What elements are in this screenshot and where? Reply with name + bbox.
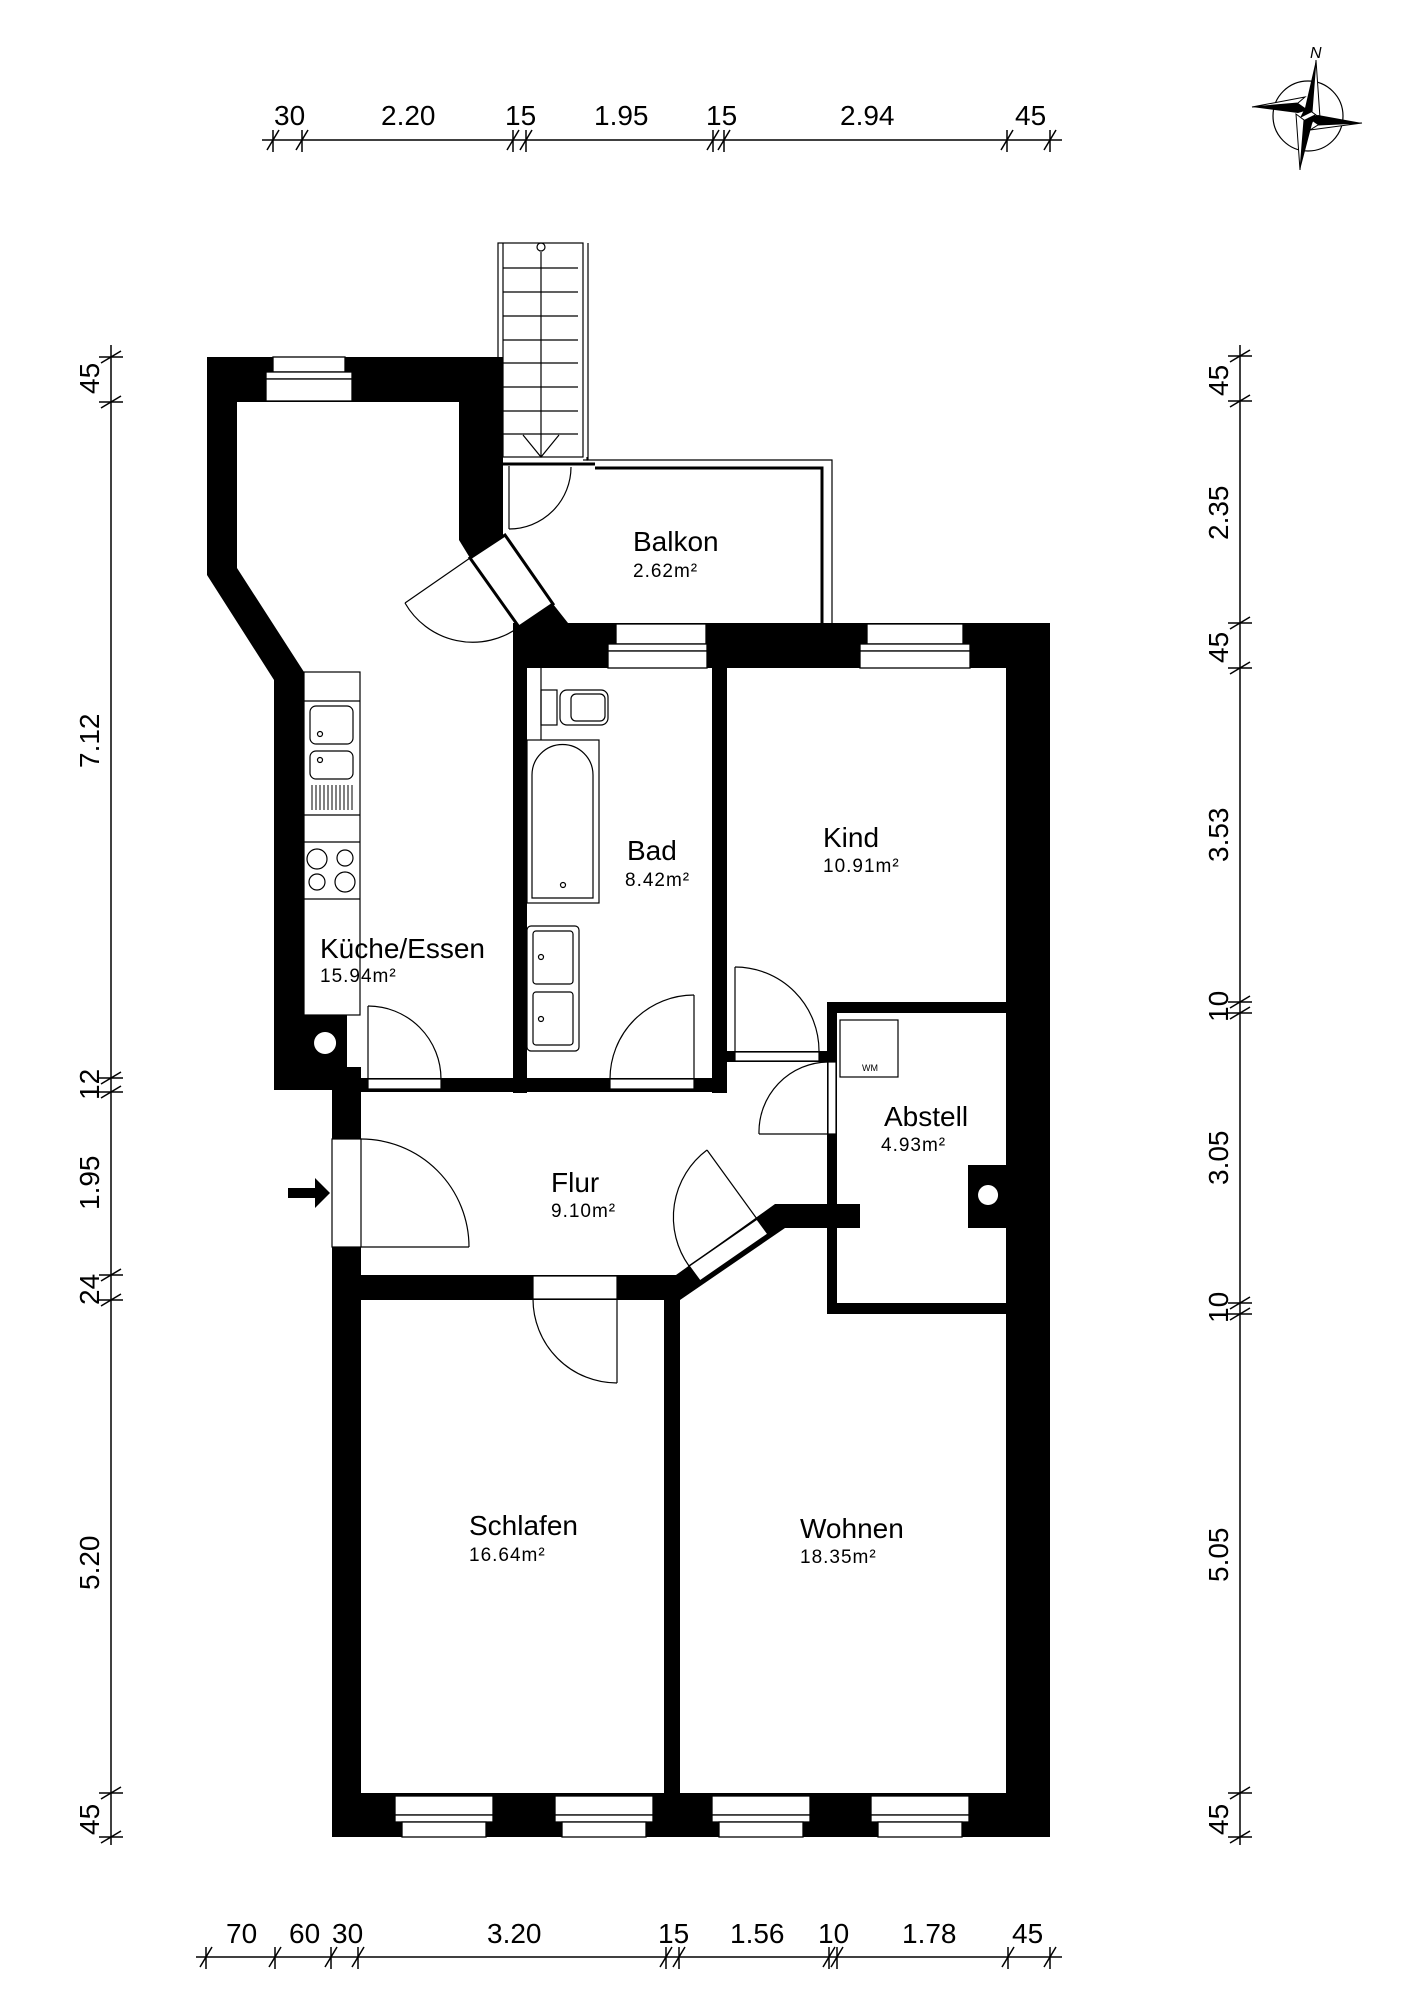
kitchen-counter (303, 671, 361, 1016)
room-name-kind: Kind (823, 822, 879, 853)
toilet-icon (559, 689, 609, 726)
room-name-abstell: Abstell (884, 1101, 968, 1132)
compass-icon: N (1251, 45, 1363, 171)
svg-text:7.12: 7.12 (74, 714, 105, 769)
svg-text:45: 45 (74, 363, 105, 394)
compass-north-label: N (1310, 45, 1322, 62)
stove-burner (308, 873, 326, 891)
svg-text:3.05: 3.05 (1203, 1131, 1234, 1186)
room-area-kueche: 15.94m² (320, 966, 397, 987)
svg-text:45: 45 (1015, 100, 1046, 131)
room-area-schlafen: 16.64m² (469, 1545, 546, 1566)
entrance-arrow-icon (288, 1178, 330, 1208)
room-name-wohnen: Wohnen (800, 1513, 904, 1544)
svg-text:10: 10 (1203, 1292, 1234, 1323)
svg-text:70: 70 (226, 1918, 257, 1949)
room-area-flur: 9.10m² (551, 1201, 616, 1222)
svg-text:2.94: 2.94 (840, 100, 895, 131)
svg-text:1.56: 1.56 (730, 1918, 785, 1949)
svg-text:15: 15 (706, 100, 737, 131)
sink-icon (526, 925, 580, 1052)
svg-text:3.53: 3.53 (1203, 808, 1234, 863)
stove-burner (336, 849, 354, 867)
svg-text:45: 45 (1203, 365, 1234, 396)
washing-machine-icon: WM (839, 1019, 899, 1078)
window-schlafen-2 (554, 1795, 654, 1838)
svg-text:10: 10 (1203, 991, 1234, 1022)
svg-text:1.95: 1.95 (594, 100, 649, 131)
dimension-top: 30 2.20 15 1.95 15 2.94 45 (262, 100, 1062, 152)
room-area-abstell: 4.93m² (881, 1135, 946, 1156)
doors (288, 532, 837, 1384)
svg-text:15: 15 (658, 1918, 689, 1949)
room-name-balkon: Balkon (633, 526, 719, 557)
balcony-outline (503, 457, 833, 624)
svg-text:1.78: 1.78 (902, 1918, 957, 1949)
svg-text:45: 45 (1203, 632, 1234, 663)
svg-text:2.35: 2.35 (1203, 486, 1234, 541)
room-name-bad: Bad (627, 835, 677, 866)
svg-text:60: 60 (289, 1918, 320, 1949)
room-area-wohnen: 18.35m² (800, 1547, 877, 1568)
window-kind (859, 623, 971, 669)
svg-text:30: 30 (274, 100, 305, 131)
svg-text:2.20: 2.20 (381, 100, 436, 131)
windows (265, 356, 971, 1838)
svg-text:30: 30 (332, 1918, 363, 1949)
svg-text:3.20: 3.20 (487, 1918, 542, 1949)
svg-text:1.95: 1.95 (74, 1156, 105, 1211)
svg-text:24: 24 (74, 1274, 105, 1305)
svg-text:12: 12 (74, 1069, 105, 1100)
window-schlafen-1 (394, 1795, 494, 1838)
dimension-right: 45 2.35 45 3.53 10 3.05 10 5.05 45 (1203, 345, 1252, 1845)
svg-text:45: 45 (1203, 1804, 1234, 1835)
svg-text:10: 10 (818, 1918, 849, 1949)
svg-text:45: 45 (1012, 1918, 1043, 1949)
staircase (497, 242, 589, 461)
room-area-bad: 8.42m² (625, 870, 690, 891)
dimension-left: 45 7.12 12 1.95 24 5.20 45 (74, 345, 123, 1845)
svg-text:15: 15 (505, 100, 536, 131)
room-name-kueche: Küche/Essen (320, 933, 485, 964)
window-kitchen (265, 356, 353, 402)
bathtub-icon (526, 739, 600, 904)
walls (207, 357, 1050, 1837)
room-name-schlafen: Schlafen (469, 1510, 578, 1541)
svg-text:WM: WM (862, 1063, 878, 1073)
window-wohnen-2 (870, 1795, 970, 1838)
window-bad (607, 623, 708, 669)
stove-burner (334, 871, 356, 893)
room-area-balkon: 2.62m² (633, 561, 698, 582)
room-area-kind: 10.91m² (823, 856, 900, 877)
room-labels: Balkon 2.62m² Bad 8.42m² Kind 10.91m² Kü… (320, 526, 968, 1568)
svg-text:45: 45 (74, 1804, 105, 1835)
stove-burner (306, 848, 328, 870)
bathroom-fixtures (526, 668, 609, 1052)
svg-text:5.05: 5.05 (1203, 1528, 1234, 1583)
window-wohnen-1 (711, 1795, 811, 1838)
room-name-flur: Flur (551, 1167, 599, 1198)
svg-text:5.20: 5.20 (74, 1536, 105, 1591)
dimension-bottom: 70 60 30 3.20 15 1.56 10 1.78 45 (196, 1918, 1062, 1969)
